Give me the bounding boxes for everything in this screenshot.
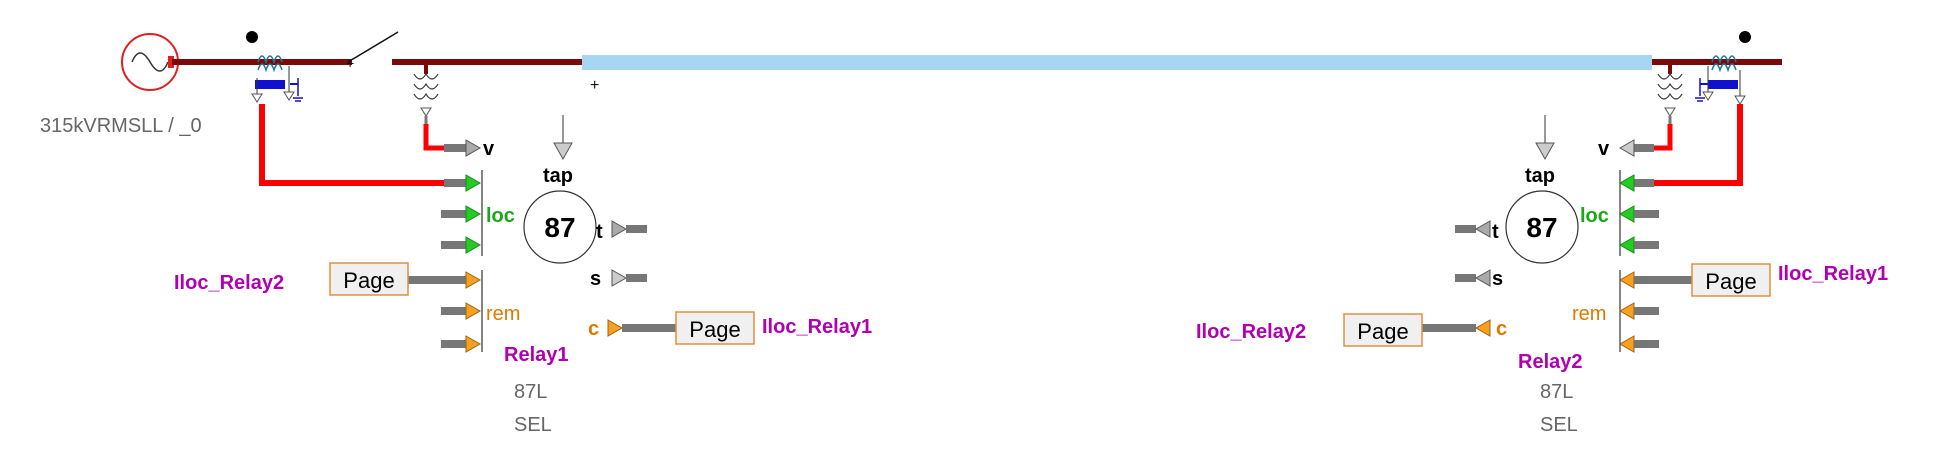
relay1-rem-a-input-icon xyxy=(465,271,482,289)
relay2-c-output-icon xyxy=(1474,319,1491,337)
relay2-vendor: SEL xyxy=(1540,414,1578,436)
relay2-tap-icon xyxy=(1535,142,1555,161)
relay1-v-label: v xyxy=(483,138,495,160)
relay2-c-label: c xyxy=(1496,318,1507,340)
relay2-element-circle xyxy=(1505,190,1579,264)
signal-wires xyxy=(259,104,1743,187)
relay1-t-label: t xyxy=(596,221,603,243)
relay2-page-in-box[interactable] xyxy=(1691,263,1771,297)
relay1-loc-a-input-icon xyxy=(465,174,482,192)
line-terminal-plus: + xyxy=(590,77,599,94)
relay1-page-out[interactable]: Page Iloc_Relay1 xyxy=(675,311,872,345)
relay2-element-label: 87 xyxy=(1526,212,1557,243)
relay1-rem-b-input-icon xyxy=(465,302,482,320)
circuit-breaker[interactable]: + xyxy=(346,31,399,71)
relay1-page-in-box[interactable] xyxy=(329,262,409,296)
relay2-page-out-tag: Iloc_Relay2 xyxy=(1196,321,1306,343)
relay1-page-out-text: Page xyxy=(689,317,740,342)
relay2-page-out[interactable]: Iloc_Relay2 Page xyxy=(1196,313,1423,347)
relay2-loc-label: loc xyxy=(1580,205,1609,227)
voltage-transformer-right-icon[interactable] xyxy=(1657,62,1683,124)
relay1-c-output-icon xyxy=(607,319,624,337)
relay1-tap-icon xyxy=(553,142,573,161)
relay2-page-in[interactable]: Page Iloc_Relay1 xyxy=(1691,263,1888,297)
current-transformer-right-icon[interactable] xyxy=(1695,31,1751,105)
relay2-tap-label: tap xyxy=(1525,165,1555,187)
voltage-transformer-left-icon[interactable] xyxy=(413,62,439,124)
current-transformer-left-icon[interactable] xyxy=(246,31,303,103)
relay1-name: Relay1 xyxy=(504,344,569,366)
relay2-rem-label: rem xyxy=(1572,303,1606,325)
relay2-v-label: v xyxy=(1598,138,1610,160)
relay2-t-output-icon xyxy=(1474,220,1491,238)
relay2-type: 87L xyxy=(1540,381,1573,403)
relay1-page-out-box[interactable] xyxy=(675,311,755,345)
relay1-page-in[interactable]: Iloc_Relay2 Page xyxy=(174,262,409,296)
relay1-tap-label: tap xyxy=(543,165,573,187)
relay1-t-output-icon xyxy=(611,220,628,238)
relay2-loc-c-input-icon xyxy=(1618,236,1635,254)
relay1-loc-c-input-icon xyxy=(465,236,482,254)
relay2-rem-a-input-icon xyxy=(1618,271,1635,289)
relay1-rem-c-input-icon xyxy=(465,335,482,353)
relay2-page-in-text: Page xyxy=(1705,269,1756,294)
relay2-page-in-tag: Iloc_Relay1 xyxy=(1778,263,1888,285)
relay2-s-label: s xyxy=(1492,268,1503,290)
svg-text:+: + xyxy=(346,55,354,71)
relay1-v-input-icon xyxy=(465,139,482,157)
relay1-s-label: s xyxy=(590,268,601,290)
relay2-loc-b-input-icon xyxy=(1618,205,1635,223)
relay1-page-in-tag: Iloc_Relay2 xyxy=(174,272,284,294)
relay1-loc-b-input-icon xyxy=(465,205,482,223)
relay2-s-output-icon xyxy=(1474,269,1491,287)
relay1-element-circle xyxy=(523,190,597,264)
relay1-vendor: SEL xyxy=(514,414,552,436)
relay1-page-in-text: Page xyxy=(343,268,394,293)
source-label: 315kVRMSLL / _0 xyxy=(40,115,202,137)
relay2-rem-c-input-icon xyxy=(1618,335,1635,353)
relay1-page-out-tag: Iloc_Relay1 xyxy=(762,316,872,338)
relay2-page-out-text: Page xyxy=(1357,319,1408,344)
transmission-line[interactable] xyxy=(582,55,1652,70)
relay1-rem-label: rem xyxy=(486,303,520,325)
relay2-block[interactable]: v tap loc 87 t s rem xyxy=(1422,115,1692,436)
relay2-name: Relay2 xyxy=(1518,351,1583,373)
relay2-loc-a-input-icon xyxy=(1618,174,1635,192)
relay1-s-output-icon xyxy=(611,269,628,287)
relay2-rem-b-input-icon xyxy=(1618,302,1635,320)
relay1-type: 87L xyxy=(514,381,547,403)
relay2-t-label: t xyxy=(1492,221,1499,243)
relay2-page-out-box[interactable] xyxy=(1343,313,1423,347)
relay1-block[interactable]: v tap loc 87 t s rem c xyxy=(408,115,676,436)
relay1-c-label: c xyxy=(588,318,599,340)
voltage-source[interactable] xyxy=(121,33,179,91)
relay2-v-input-icon xyxy=(1618,139,1635,157)
relay1-loc-label: loc xyxy=(486,205,515,227)
relay1-element-label: 87 xyxy=(544,212,575,243)
